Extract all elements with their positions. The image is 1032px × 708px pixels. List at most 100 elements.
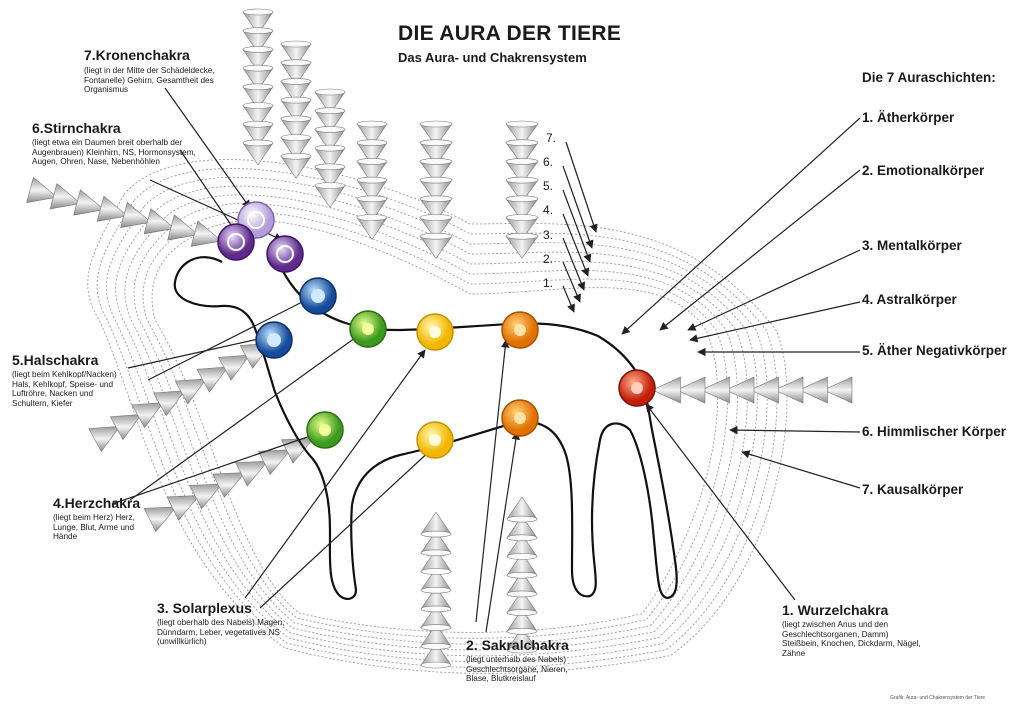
chakra-herz-gem-upper [349, 310, 387, 348]
annotation-arrow [475, 339, 510, 623]
energy-cone-rim [356, 176, 388, 184]
energy-cone [174, 378, 208, 405]
aura-contour [87, 159, 788, 674]
aura-layer-7: 7. Kausalkörper [862, 482, 964, 497]
aura-layer-6: 6. Himmlischer Körper [862, 424, 1007, 439]
energy-cone-rim [280, 115, 312, 123]
annotation-arrow [244, 349, 426, 599]
chakra-solar-name: 3. Solarplexus [157, 600, 252, 616]
chakra-stirn-desc: (liegt etwa ein Daumen breit oberhalb de… [32, 138, 196, 167]
credit-text: Grafik: Aura- und Chakrensystem der Tier… [890, 695, 986, 701]
energy-cone-rim [356, 214, 388, 221]
energy-cone-rim [280, 96, 312, 104]
dog-outline [173, 256, 678, 600]
energy-cone [49, 183, 82, 210]
energy-cone-rim [506, 646, 538, 654]
annotation-arrow [741, 450, 861, 489]
energy-cone [96, 195, 129, 222]
chakra-hals-gem [255, 321, 293, 359]
energy-cone [212, 472, 246, 498]
chakra-solar-gem [416, 421, 454, 459]
energy-cone-rim [314, 182, 346, 189]
aura-contour [142, 211, 728, 639]
chakra-sakral-desc: (liegt unterhalb des Nabels) Geschlechts… [466, 655, 568, 684]
page-subtitle: Das Aura- und Chakrensystem [398, 50, 587, 65]
annotation-arrow [111, 430, 323, 505]
energy-cone-rim [505, 195, 539, 203]
energy-cone [143, 208, 176, 235]
energy-cone-rim [356, 120, 388, 128]
energy-cone [143, 506, 177, 533]
energy-cone [798, 376, 828, 404]
page-title: DIE AURA DER TIERE [398, 22, 622, 45]
energy-cone-rim [242, 64, 274, 72]
aura-layer-2: 2. Emotionalkörper [862, 163, 985, 178]
energy-cone [153, 390, 186, 417]
energy-cone-rim [506, 609, 538, 616]
annotation-arrow [562, 189, 592, 263]
aura-layer-5: 5. Äther Negativkörper [862, 343, 1007, 358]
energy-cone-rim [420, 568, 452, 575]
energy-cone-rim [420, 642, 452, 650]
energy-cone-rim [242, 27, 274, 35]
annotation-arrow [164, 87, 251, 209]
energy-cone-rim [314, 144, 346, 152]
chakra-stirn-gem-2 [266, 235, 304, 273]
energy-cone-rim [280, 134, 312, 141]
annotation-arrows [111, 87, 861, 633]
energy-cone-rim [314, 163, 346, 171]
chakra-herz-name: 4.Herzchakra [53, 495, 141, 511]
layer-number-1: 1. [543, 276, 554, 290]
chakra-wurzel-name: 1. Wurzelchakra [782, 602, 889, 618]
energy-cone-rim [242, 46, 274, 53]
annotation-arrow [562, 261, 581, 303]
energy-cone [88, 425, 121, 452]
energy-cone-rim [280, 40, 312, 48]
chakra-hals-gem-upper [299, 277, 337, 315]
energy-cone [235, 460, 269, 487]
chakra-hals-name: 5.Halschakra [12, 352, 99, 368]
energy-cone-rim [419, 158, 453, 165]
energy-cone-rim [242, 8, 274, 16]
energy-cone [166, 495, 200, 521]
energy-cone-rim [419, 214, 453, 221]
energy-cone-rim [356, 195, 388, 203]
energy-cone-rim [314, 107, 346, 114]
chakra-sakral-name: 2. Sakralchakra [466, 637, 569, 653]
energy-cone-rim [506, 627, 538, 635]
annotation-arrow [562, 165, 594, 249]
energy-cone [700, 376, 730, 404]
annotation-arrow [129, 329, 367, 501]
aura-layer-3: 3. Mentalkörper [862, 238, 962, 253]
annotation-arrow [645, 403, 796, 601]
annotation-arrow [147, 295, 315, 381]
energy-cone-rim [280, 152, 312, 160]
energy-cone-rim [420, 661, 452, 669]
energy-cone-rim [505, 120, 539, 128]
energy-cone [190, 220, 223, 247]
energy-cone [749, 376, 779, 404]
energy-cone-rim [506, 515, 538, 523]
annotation-arrow [565, 141, 598, 233]
energy-cone-rim [420, 586, 452, 594]
energy-cone-rim [420, 624, 452, 631]
layer-number-5: 5. [543, 179, 554, 193]
layer-number-7: 7. [546, 131, 557, 145]
energy-cone-rim [506, 590, 538, 598]
energy-cone-rim [420, 605, 452, 613]
energy-cone [167, 214, 199, 241]
layer-number-3: 3. [543, 228, 554, 242]
energy-cone [109, 414, 143, 441]
energy-cone [774, 376, 804, 404]
energy-cone-rim [420, 530, 452, 538]
annotation-arrow [179, 149, 237, 233]
chakra-sakral-gem-upper [501, 311, 539, 349]
annotation-arrow [562, 237, 586, 291]
energy-cone-rim [420, 549, 452, 557]
energy-cone [120, 201, 152, 228]
aura-layer-1: 1. Ätherkörper [862, 110, 955, 125]
layer-number-6: 6. [543, 155, 554, 169]
annotation-arrow [259, 447, 434, 609]
energy-cone-rim [356, 139, 388, 146]
